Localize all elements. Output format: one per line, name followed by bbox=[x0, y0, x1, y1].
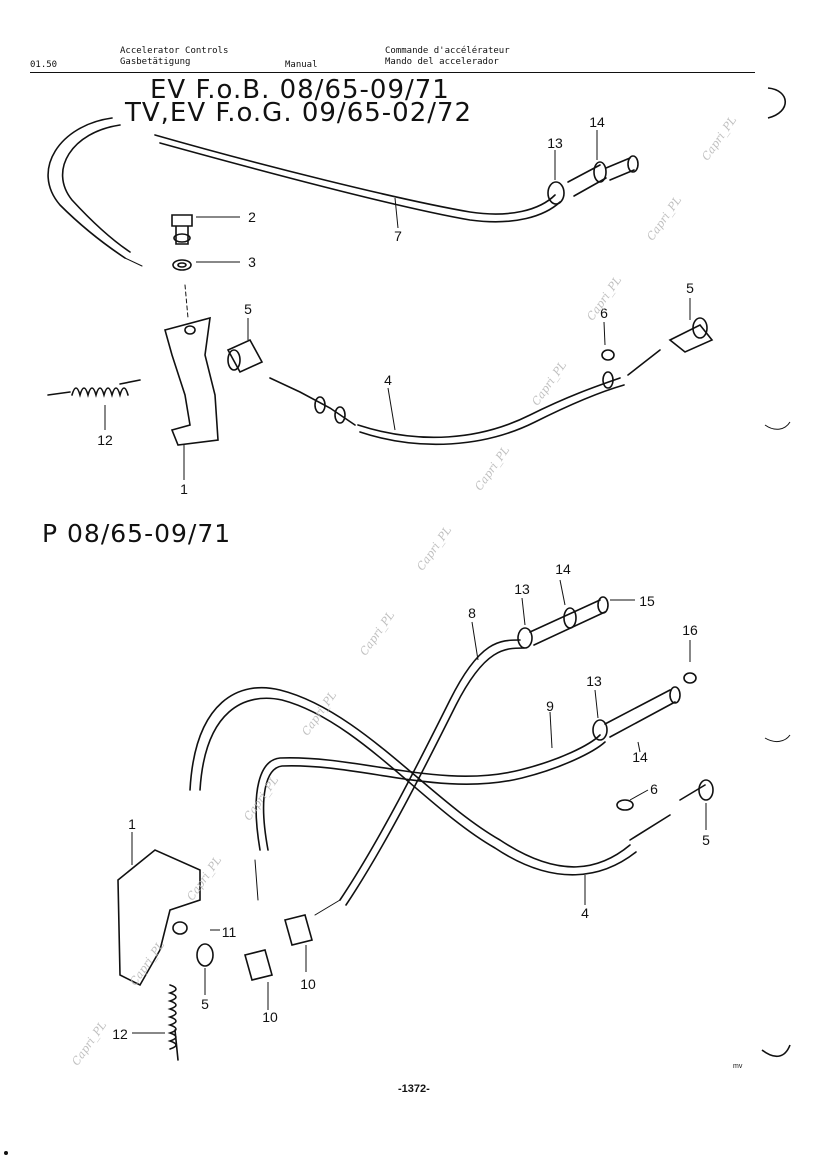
callout-13: 13 bbox=[514, 581, 530, 597]
callout-8: 8 bbox=[468, 605, 476, 621]
callout-15: 15 bbox=[639, 593, 655, 609]
callout-9: 9 bbox=[546, 698, 554, 714]
callout-16: 16 bbox=[682, 622, 698, 638]
callout-4: 4 bbox=[384, 372, 392, 388]
callout-5: 5 bbox=[702, 832, 710, 848]
cable-9 bbox=[339, 639, 521, 901]
heading-p: P 08/65-09/71 bbox=[42, 519, 232, 548]
callout-6: 6 bbox=[600, 305, 608, 321]
page-number: -1372- bbox=[398, 1083, 430, 1095]
callout-1: 1 bbox=[128, 816, 136, 832]
grommet-13 bbox=[547, 181, 565, 205]
callout-14: 14 bbox=[589, 114, 605, 130]
barrel-10-a bbox=[244, 949, 273, 981]
callout-3: 3 bbox=[248, 254, 256, 270]
callout-5: 5 bbox=[244, 301, 252, 317]
header-rule bbox=[30, 72, 755, 73]
title-french: Commande d'accélérateur bbox=[385, 46, 510, 56]
section-number: 01.50 bbox=[30, 60, 58, 70]
title-spanish: Mando del accelerador bbox=[385, 57, 499, 67]
callout-14: 14 bbox=[555, 561, 571, 577]
cable-7 bbox=[47, 117, 126, 259]
callout-12: 12 bbox=[112, 1026, 128, 1042]
callout-7: 7 bbox=[394, 228, 402, 244]
bracket-1 bbox=[164, 316, 219, 446]
cable-8 bbox=[189, 686, 631, 868]
callout-10: 10 bbox=[300, 976, 316, 992]
callout-14: 14 bbox=[632, 749, 648, 765]
barrel-10-b bbox=[284, 914, 313, 946]
heading-tv-ev: TV,EV F.o.G. 09/65-02/72 bbox=[125, 98, 473, 128]
callout-6: 6 bbox=[650, 781, 658, 797]
callout-10: 10 bbox=[262, 1009, 278, 1025]
drafter-mark: mv bbox=[733, 1063, 743, 1070]
callout-13: 13 bbox=[586, 673, 602, 689]
callout-5: 5 bbox=[201, 996, 209, 1012]
callout-12: 12 bbox=[97, 432, 113, 448]
spring-12 bbox=[47, 379, 141, 396]
spring-12-lower bbox=[167, 984, 179, 1061]
callout-4: 4 bbox=[581, 905, 589, 921]
barrel-5 bbox=[226, 338, 264, 374]
bracket-1-lower bbox=[117, 849, 201, 987]
title-english: Accelerator Controls bbox=[120, 46, 229, 56]
washer-3 bbox=[172, 259, 192, 271]
heading-ev: EV F.o.B. 08/65-09/71 bbox=[150, 75, 450, 105]
callout-5: 5 bbox=[686, 280, 694, 296]
manual-label: Manual bbox=[285, 60, 318, 70]
callout-1: 1 bbox=[180, 481, 188, 497]
callout-11: 11 bbox=[221, 924, 237, 940]
title-german: Gasbetätigung bbox=[120, 57, 191, 67]
cable-4 bbox=[269, 377, 356, 426]
callout-13: 13 bbox=[547, 135, 563, 151]
callout-2: 2 bbox=[248, 209, 256, 225]
